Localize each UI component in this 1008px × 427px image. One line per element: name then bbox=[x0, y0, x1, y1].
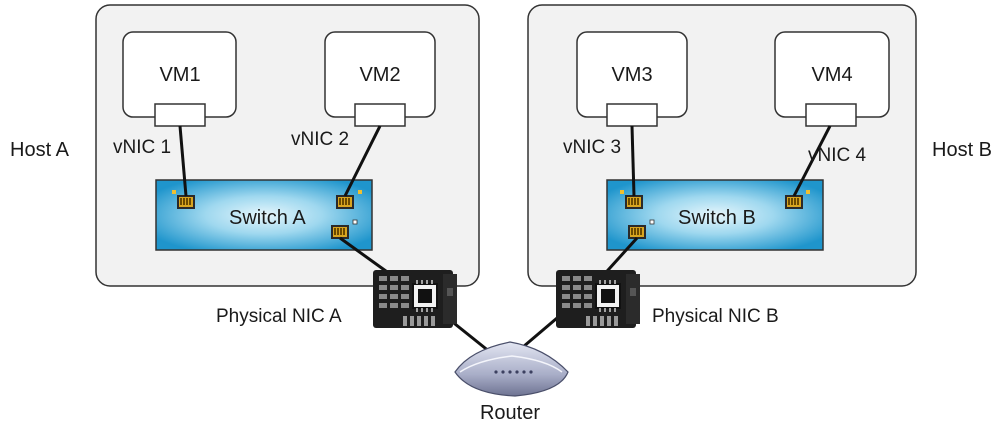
switch-a-uplink-port bbox=[331, 219, 358, 239]
vm2-label: VM2 bbox=[359, 64, 400, 86]
vnic4-label: vNIC 4 bbox=[808, 145, 867, 166]
vnic1-port bbox=[154, 103, 206, 127]
vnic3-port bbox=[606, 103, 658, 127]
switch-b-uplink-port bbox=[628, 219, 655, 239]
cable-vnic1-switch-a bbox=[178, 125, 188, 197]
physical-nic-a-label: Physical NIC A bbox=[216, 306, 342, 327]
vnic4-port bbox=[805, 103, 857, 127]
vnic1-label: vNIC 1 bbox=[113, 137, 171, 158]
host-a-label: Host A bbox=[10, 139, 70, 161]
vm4-label: VM4 bbox=[811, 64, 852, 86]
router-icon bbox=[454, 341, 569, 397]
physical-nic-b-card bbox=[555, 269, 641, 329]
vnic3-label: vNIC 3 bbox=[563, 137, 621, 158]
vm3-label: VM3 bbox=[611, 64, 652, 86]
physical-nic-a-card bbox=[372, 269, 458, 329]
host-b-label: Host B bbox=[932, 139, 992, 161]
cable-vnic3-switch-b bbox=[630, 125, 636, 197]
switch-a-port-1 bbox=[172, 190, 195, 209]
cable-vnic4-switch-b bbox=[792, 125, 832, 197]
switch-a-label: Switch A bbox=[229, 207, 306, 229]
switch-b-label: Switch B bbox=[678, 207, 756, 229]
router-label: Router bbox=[480, 402, 540, 424]
vnic2-port bbox=[354, 103, 406, 127]
switch-b-port-1 bbox=[620, 190, 643, 209]
cable-vnic2-switch-a bbox=[343, 125, 382, 197]
vm1-label: VM1 bbox=[159, 64, 200, 86]
physical-nic-b-label: Physical NIC B bbox=[652, 306, 779, 327]
vnic2-label: vNIC 2 bbox=[291, 129, 349, 150]
switch-b-port-2 bbox=[785, 190, 810, 209]
switch-a-port-2 bbox=[336, 190, 362, 209]
